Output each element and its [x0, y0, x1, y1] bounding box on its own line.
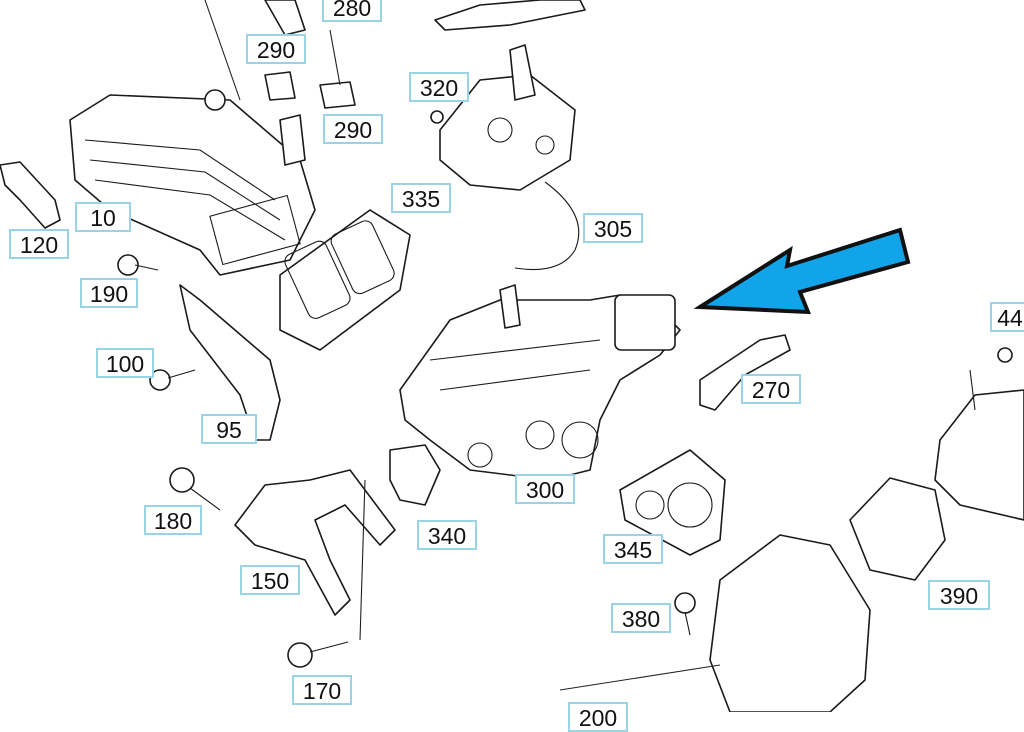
- clamp-290-part: [264, 71, 296, 101]
- housing-320-part: [439, 44, 576, 191]
- gasket-390-part: [849, 477, 946, 581]
- callout-180: 180: [144, 505, 202, 535]
- gasket-335-part: [279, 209, 411, 351]
- callout-320: 320: [409, 72, 469, 102]
- callout-270: 270: [741, 374, 801, 404]
- callout-190: 190: [80, 278, 138, 308]
- callout-305: 305: [583, 213, 643, 243]
- bolts-part: [117, 110, 1013, 668]
- parts-drawing: [0, 0, 1024, 713]
- manifold-part: [934, 389, 1024, 521]
- hose-290-part: [264, 0, 306, 36]
- callout-100: 100: [96, 348, 154, 378]
- turbo-part: [709, 534, 871, 713]
- seal-305-part: [514, 181, 580, 271]
- callout-120: 120: [9, 229, 69, 259]
- callout-345: 345: [603, 534, 663, 564]
- gasket-340-part: [389, 444, 441, 506]
- callout-335: 335: [391, 183, 451, 213]
- callout-10: 10: [75, 202, 131, 232]
- callout-95: 95: [201, 414, 257, 444]
- callout-340: 340: [417, 520, 477, 550]
- callout-150: 150: [240, 565, 300, 595]
- callout-280: 280: [322, 0, 382, 22]
- bracket-95-part: [179, 284, 281, 441]
- pipe-150-part: [234, 469, 396, 616]
- callout-380: 380: [611, 603, 671, 633]
- callout-390: 390: [928, 580, 990, 610]
- bracket-270-part: [699, 334, 791, 411]
- leader-lines: [204, 0, 976, 691]
- callout-300: 300: [515, 474, 575, 504]
- callout-290: 290: [323, 114, 383, 144]
- callout-200: 200: [568, 702, 628, 732]
- pointer-arrow: [693, 227, 911, 315]
- callout-290: 290: [246, 34, 306, 64]
- gasket-345-part: [619, 449, 726, 556]
- callout-44: 44: [990, 302, 1024, 332]
- bracket-120-part: [0, 161, 61, 229]
- callout-170: 170: [292, 675, 352, 705]
- egr-cooler-part: [69, 89, 316, 276]
- egr-valve-300-part: [399, 284, 681, 481]
- clamp-290b-part: [319, 81, 356, 109]
- pipe-280-part: [434, 0, 586, 31]
